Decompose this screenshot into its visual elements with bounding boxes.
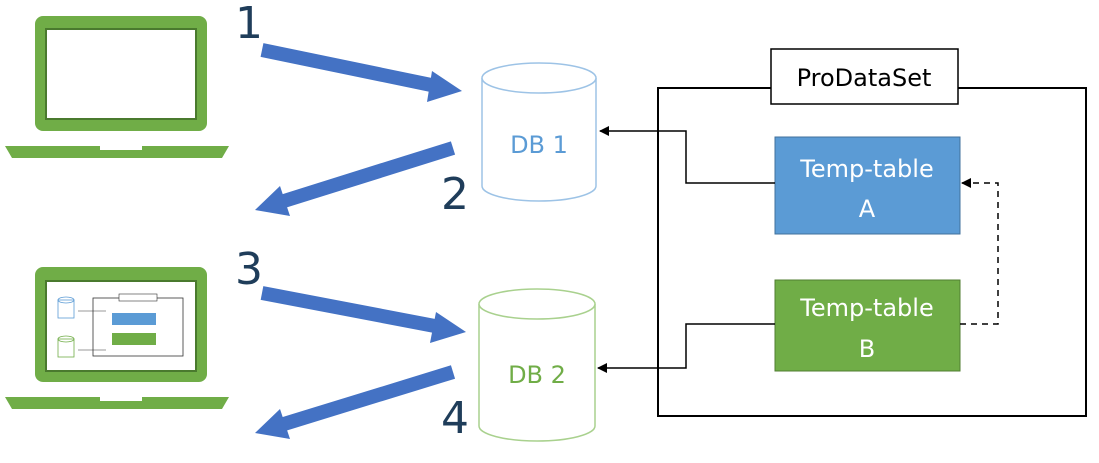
temp-table-b-label: Temp-table [799,294,933,322]
db2-cylinder-icon: DB 2 [478,288,596,442]
temp-table-b-sublabel: B [859,335,875,363]
step-2-label: 2 [441,169,469,220]
temp-table-a-to-db1-connector [599,126,775,184]
db1-label: DB 1 [510,131,568,159]
step-3-label: 3 [235,244,263,295]
db1-cylinder-icon: DB 1 [481,62,597,202]
step-1-arrow-icon [260,43,462,102]
temp-table-b-to-db2-connector [597,323,775,373]
temp-table-a-sublabel: A [859,195,876,223]
temp-table-b-to-a-relation-connector [960,178,999,325]
laptop-2-icon [5,267,229,409]
db2-label: DB 2 [508,361,566,389]
temp-table-b-box: Temp-table B [774,279,961,372]
prodataset-container: ProDataSet [657,48,1087,417]
temp-table-a-box: Temp-table A [774,136,961,235]
step-4-arrow-icon [255,365,456,439]
prodataset-label: ProDataSet [797,64,932,92]
diagram-thumbnail [57,293,184,358]
step-2-arrow-icon [255,141,456,216]
step-1-label: 1 [235,0,263,49]
laptop-1-icon [5,16,229,158]
temp-table-a-label: Temp-table [799,155,933,183]
step-3-arrow-icon [260,286,466,343]
step-4-label: 4 [441,393,469,444]
